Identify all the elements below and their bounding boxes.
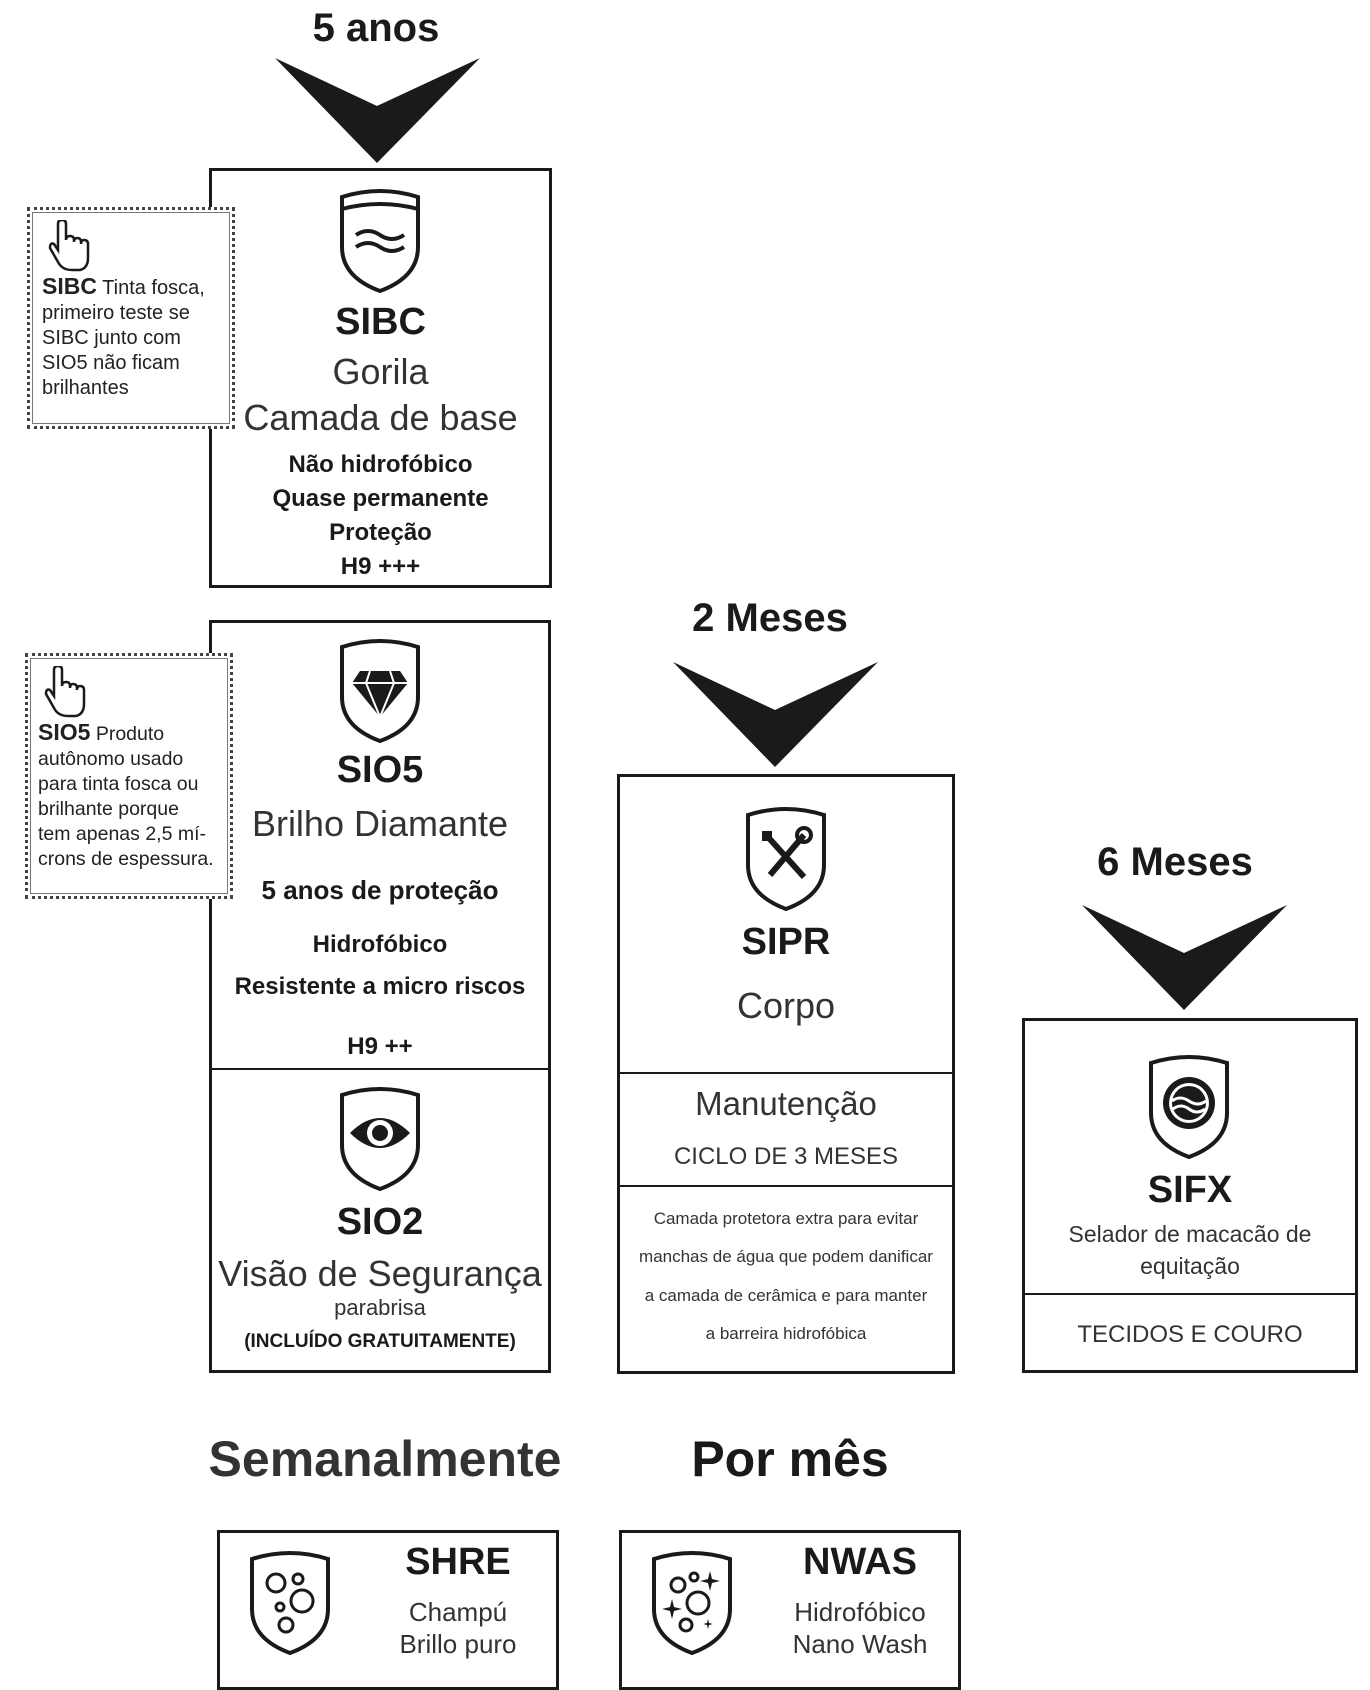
header-two-months: 2 Meses	[692, 596, 848, 640]
sibc-note: SIBC Tinta fosca, primeiro teste se SIBC…	[27, 207, 235, 429]
sipr-description-line: Camada protetora extra para evitar	[653, 1209, 919, 1228]
sifx-subtitle-line2: equitação	[1140, 1253, 1240, 1279]
nwas-line2: Nano Wash	[792, 1629, 928, 1659]
divider	[620, 1185, 952, 1187]
sipr-card: SIPR Corpo Manutenção CICLO DE 3 MESES C…	[617, 774, 955, 1374]
sifx-name: SIFX	[1147, 1169, 1233, 1211]
shre-name: SHRE	[405, 1541, 511, 1583]
sipr-subtitle: Corpo	[736, 985, 836, 1026]
sio5-note-text: Produto	[90, 723, 165, 745]
sipr-name: SIPR	[741, 921, 831, 963]
sio5-note-line: tem apenas 2,5 mí-	[38, 823, 206, 845]
sibc-line1: Gorila	[332, 351, 429, 392]
chevron-down-icon	[673, 662, 878, 767]
sio5-subtitle: Brilho Diamante	[251, 803, 509, 844]
sipr-description-line: manchas de água que podem danificar	[639, 1247, 933, 1266]
sio5-note-line: brilhante porque	[38, 798, 179, 820]
sio5-note: SIO5 Produto autônomo usado para tinta f…	[25, 653, 233, 899]
shield-tools-icon	[746, 807, 826, 912]
sipr-description-line: a camada de cerâmica e para manter	[644, 1286, 928, 1305]
sibc-note-line: primeiro teste se	[42, 302, 190, 324]
sibc-note-line: brilhantes	[42, 377, 129, 399]
shield-sparkle-bubbles-icon	[652, 1551, 732, 1656]
sifx-card: SIFX Selador de macacão de equitação TEC…	[1022, 1018, 1358, 1373]
sipr-description-line: a barreira hidrofóbica	[705, 1324, 867, 1343]
sibc-line2: Camada de base	[243, 397, 518, 438]
divider	[212, 1068, 548, 1070]
chevron-down-icon	[1082, 905, 1287, 1010]
sio2-subtitle: Visão de Segurança	[218, 1253, 542, 1294]
sio2-name: SIO2	[336, 1201, 424, 1243]
header-six-months: 6 Meses	[1097, 840, 1253, 884]
sio5-card: SIO5 Brilho Diamante 5 anos de proteção …	[209, 620, 551, 1373]
sio5-feature: Hidrofóbico	[312, 931, 448, 958]
sibc-note-line: SIBC junto com	[42, 327, 181, 349]
nwas-card: NWAS Hidrofóbico Nano Wash	[619, 1530, 961, 1690]
chevron-down-icon	[275, 58, 480, 163]
shield-diamond-icon	[340, 639, 420, 744]
header-monthly: Por mês	[691, 1431, 889, 1487]
shield-waves-icon	[340, 189, 420, 294]
shield-eye-icon	[340, 1087, 420, 1192]
sibc-feature: Proteção	[329, 519, 432, 546]
sio5-note-line: crons de espessura.	[38, 848, 214, 870]
shield-bubbles-icon	[250, 1551, 330, 1656]
sio2-note: (INCLUÍDO GRATUITAMENTE)	[244, 1331, 516, 1352]
sibc-feature: Não hidrofóbico	[288, 451, 473, 478]
header-weekly: Semanalmente	[208, 1431, 562, 1487]
sio2-sub2: parabrisa	[334, 1295, 426, 1320]
sibc-note-line: SIO5 não ficam	[42, 352, 180, 374]
sio5-protection: 5 anos de proteção	[261, 875, 499, 905]
sio5-hardness: H9 ++	[347, 1033, 413, 1060]
nwas-name: NWAS	[803, 1541, 917, 1583]
sibc-feature: Quase permanente	[272, 485, 489, 512]
shre-line2: Brillo puro	[399, 1629, 517, 1659]
nwas-line1: Hidrofóbico	[794, 1597, 926, 1627]
sio5-note-line: para tinta fosca ou	[38, 773, 199, 795]
sio5-note-first-line: SIO5 Produto	[38, 720, 226, 747]
shre-card: SHRE Champú Brillo puro	[217, 1530, 559, 1690]
divider	[1025, 1293, 1355, 1295]
sio5-note-line: autônomo usado	[38, 748, 184, 770]
sio5-note-title: SIO5	[38, 719, 91, 745]
sifx-subtitle-line1: Selador de macacão de	[1068, 1221, 1312, 1247]
sibc-feature: H9 +++	[340, 553, 421, 580]
sibc-card: SIBC Gorila Camada de base Não hidrofóbi…	[209, 168, 552, 588]
sio5-feature: Resistente a micro riscos	[234, 973, 526, 1000]
sio5-name: SIO5	[336, 749, 424, 791]
sifx-footer: TECIDOS E COURO	[1077, 1321, 1303, 1348]
sibc-name: SIBC	[335, 301, 426, 343]
pointing-hand-icon	[44, 666, 86, 718]
header-five-years: 5 anos	[312, 6, 440, 50]
sibc-note-title: SIBC	[42, 273, 97, 299]
sipr-cycle: CICLO DE 3 MESES	[673, 1143, 899, 1170]
sibc-note-first-line: SIBC Tinta fosca,	[42, 274, 222, 301]
sipr-maintenance: Manutenção	[695, 1085, 877, 1122]
shield-water-circle-icon	[1149, 1055, 1229, 1160]
sibc-note-text: Tinta fosca,	[96, 277, 205, 299]
pointing-hand-icon	[48, 220, 90, 272]
shre-line1: Champú	[408, 1597, 508, 1627]
divider	[620, 1072, 952, 1074]
